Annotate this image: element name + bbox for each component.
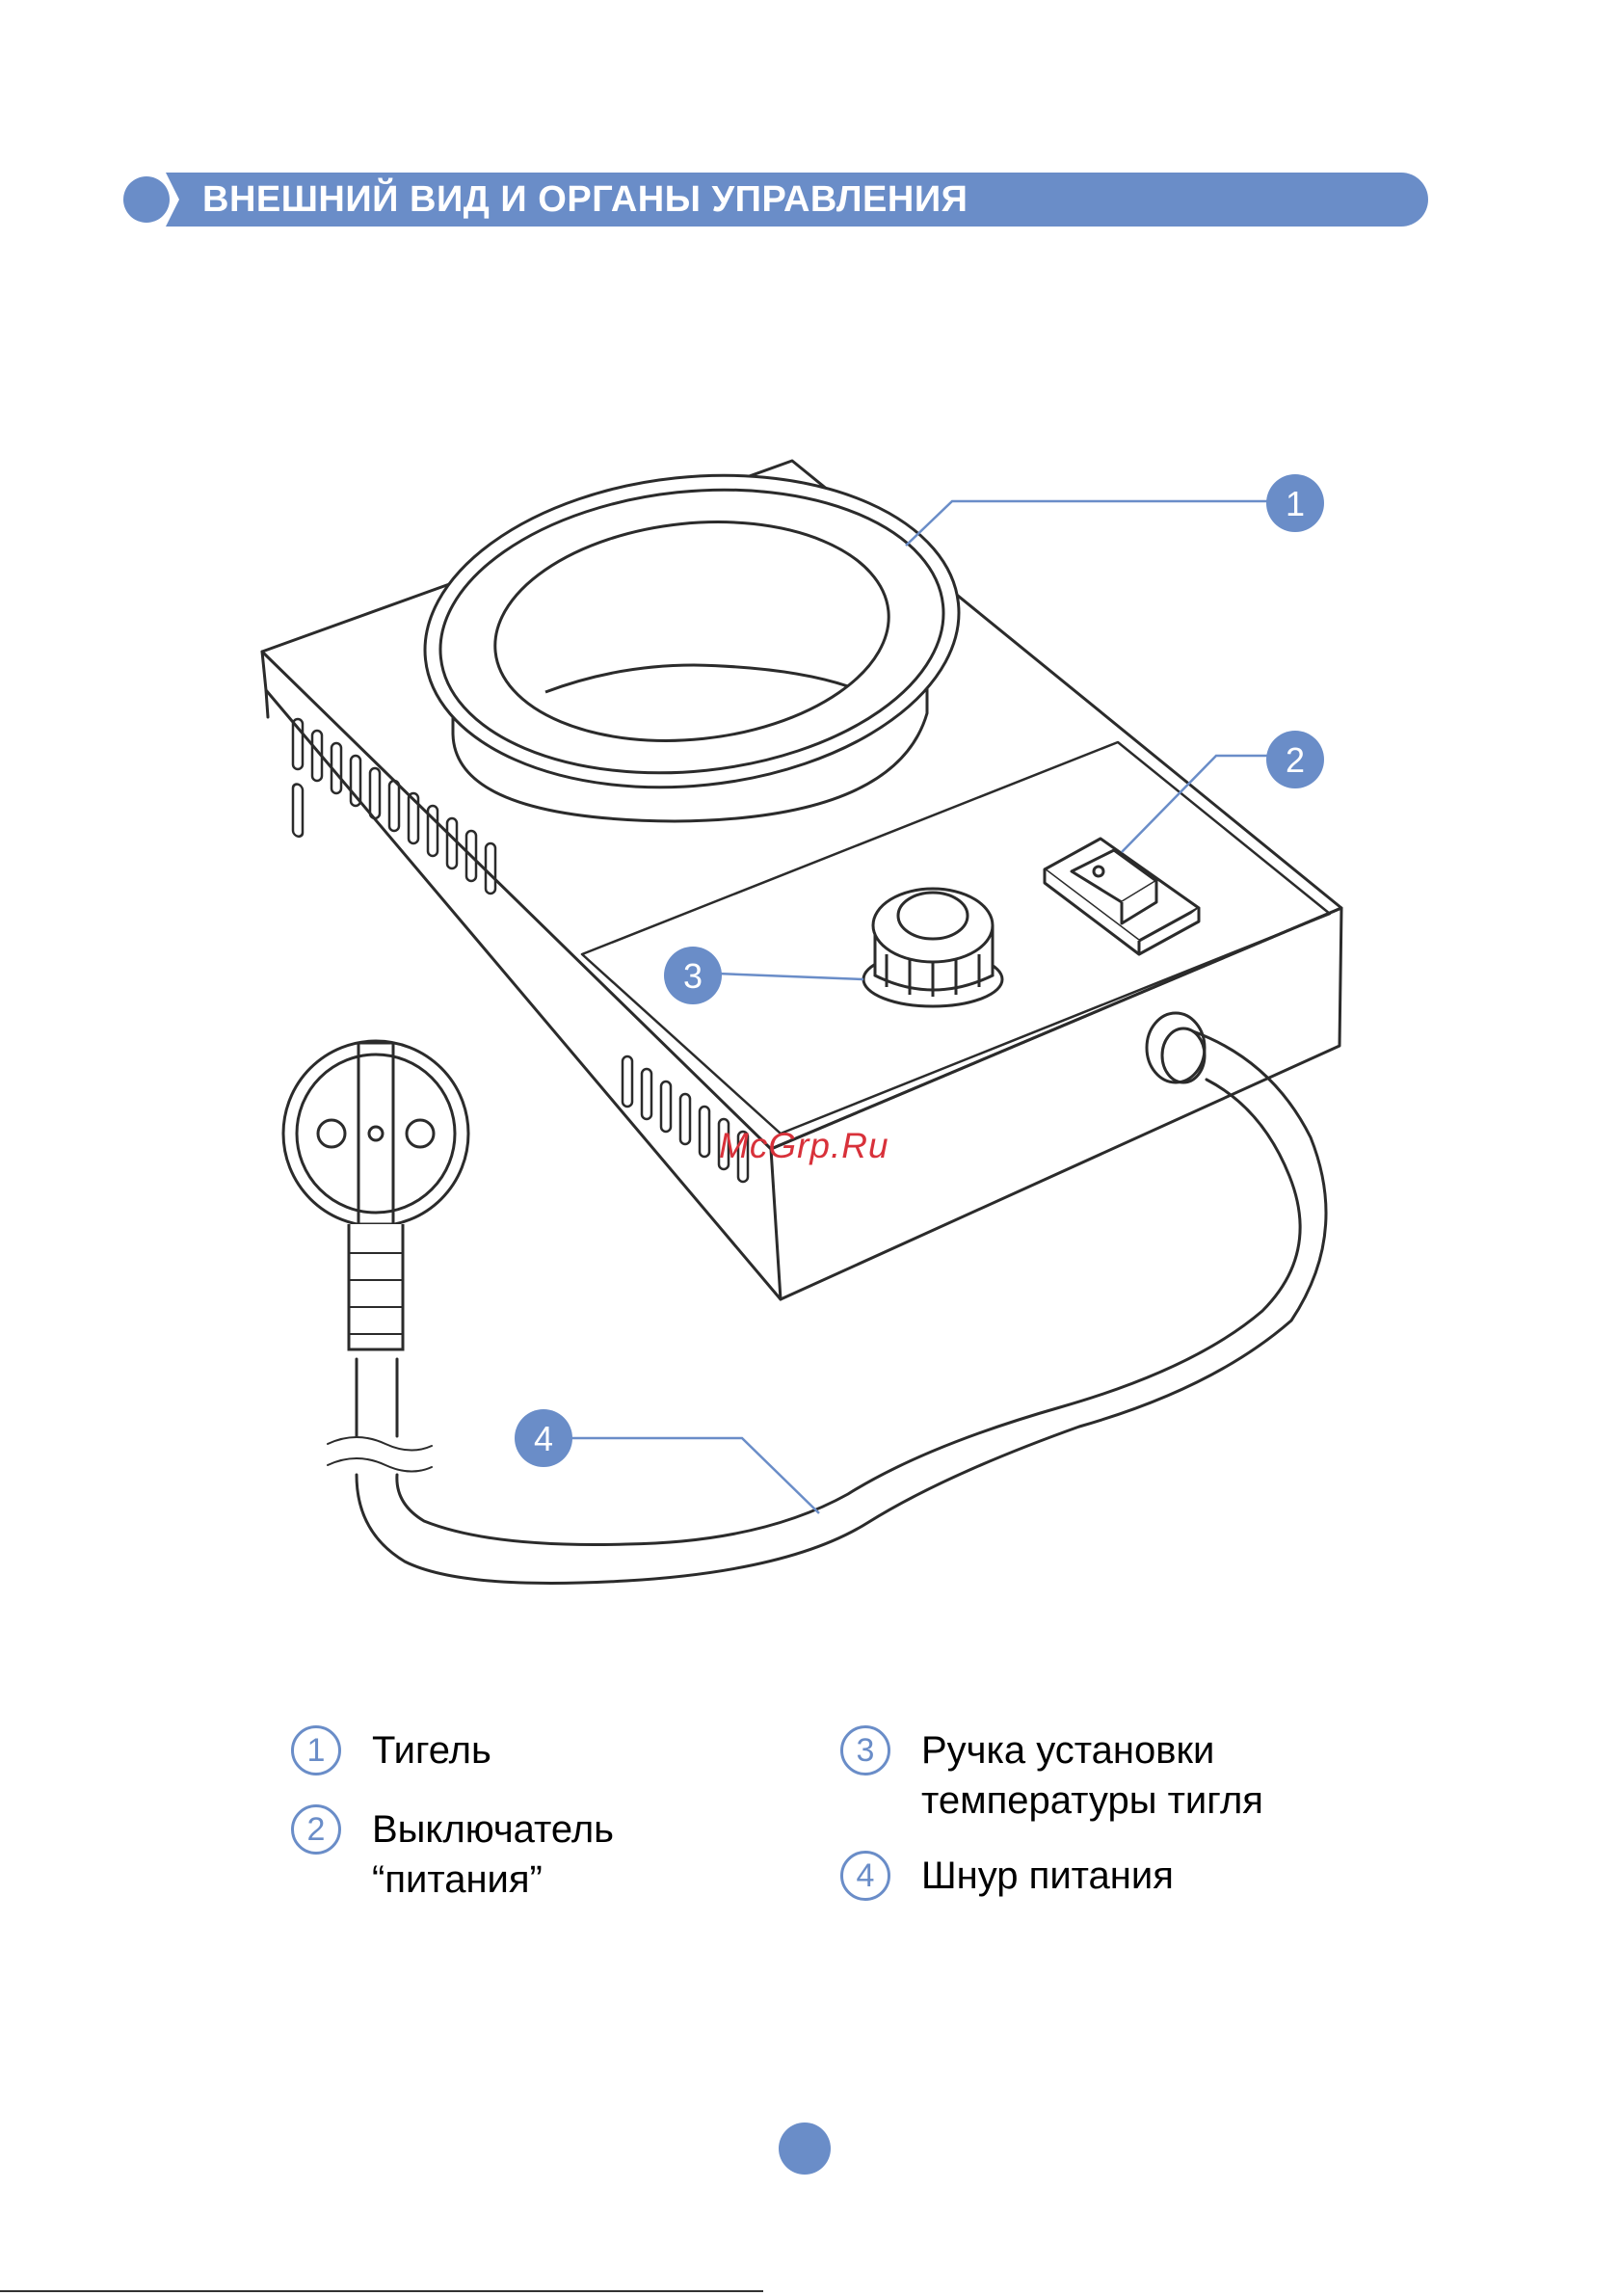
legend-label-3: Ручка установки температуры тигля [921,1725,1263,1826]
callout-line-1 [906,501,1270,546]
legend-number-2: 2 [291,1804,341,1855]
plug [283,1041,468,1349]
legend-item-3: 3 Ручка установки температуры тигля [840,1725,1263,1826]
legend-number-4: 4 [840,1851,890,1901]
legend-label-1: Тигель [372,1725,491,1775]
callout-line-3 [711,972,863,979]
callout-number-2: 2 [1286,740,1305,780]
power-cord [328,1013,1326,1584]
page-marker-dot [779,2122,831,2175]
legend-item-2: 2 Выключатель “питания” [291,1804,614,1905]
temperature-knob [863,889,1002,1006]
vent-slots [293,784,303,838]
legend-label-2: Выключатель “питания” [372,1804,614,1905]
crucible [410,450,974,821]
legend-item-1: 1 Тигель [291,1725,491,1775]
power-switch [1045,839,1199,954]
callout-number-4: 4 [534,1419,553,1458]
callout-number-3: 3 [683,956,703,996]
legend-number-1: 1 [291,1725,341,1775]
callout-line-4 [545,1438,819,1513]
watermark: McGrp.Ru [719,1126,889,1166]
legend-number-3: 3 [840,1725,890,1775]
callout-number-1: 1 [1286,484,1305,523]
bottom-rule [0,2290,763,2292]
legend-label-4: Шнур питания [921,1851,1174,1901]
legend-item-4: 4 Шнур питания [840,1851,1174,1901]
